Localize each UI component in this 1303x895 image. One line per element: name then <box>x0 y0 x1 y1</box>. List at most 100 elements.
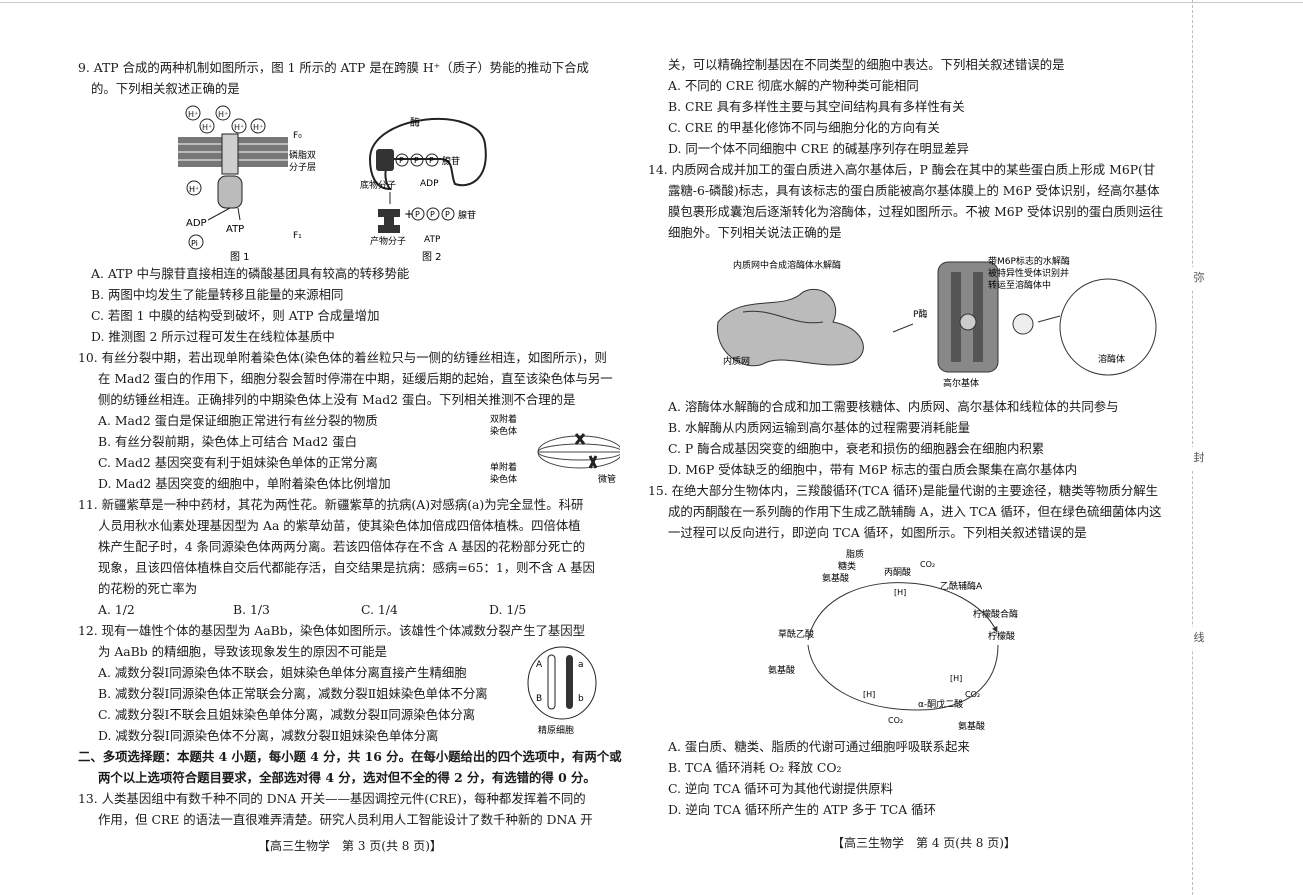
q11-option-c: C. 1/4 <box>361 602 398 617</box>
svg-text:+: + <box>404 207 414 221</box>
q11-option-d: D. 1/5 <box>489 602 527 617</box>
q10-option-c: C. Mad2 基因突变有利于姐妹染色单体的正常分离 <box>98 455 378 470</box>
proton: H⁺ <box>234 123 244 132</box>
q9-option-a: A. ATP 中与腺苷直接相连的磷酸基团具有较高的转移势能 <box>91 266 410 281</box>
q14-option-a: A. 溶酶体水解酶的合成和加工需要核糖体、内质网、高尔基体和线粒体的共同参与 <box>668 399 1119 414</box>
label-single: 染色体 <box>490 473 517 485</box>
q9-stem: 的。下列相关叙述正确的是 <box>91 81 240 96</box>
page-footer: 【高三生物学 第 3 页(共 8 页)】 <box>258 839 442 853</box>
atp-synthase-figure: H⁺ H⁺ H⁺ H⁺ H⁺ H⁺ F₀ 磷脂双 分子层 F₁ ADP Pi A… <box>178 105 316 263</box>
page-footer: 【高三生物学 第 4 页(共 8 页)】 <box>832 836 1016 850</box>
label-aa: 氨基酸 <box>822 572 849 584</box>
section-2-title: 两个以上选项符合题目要求，全部选对得 4 分，选对但不全的得 2 分，有选错的得… <box>98 770 596 785</box>
label-note: 带M6P标志的水解酶 <box>988 255 1070 267</box>
q14-option-b: B. 水解酶从内质网运输到高尔基体的过程需要消耗能量 <box>668 420 970 435</box>
q15-stem: 一过程可以反向进行，即逆向 TCA 循环，如图所示。下列相关叙述错误的是 <box>668 525 1087 540</box>
label-substrate: 底物分子 <box>360 179 396 191</box>
q9-option-c: C. 若图 1 中膜的结构受到破坏，则 ATP 合成量增加 <box>91 308 380 323</box>
q11-stem: 的花粉的死亡率为 <box>98 581 198 596</box>
q14-stem: 膜包裹形成囊泡后逐渐转化为溶酶体，过程如图所示。不被 M6P 受体识别的蛋白质则… <box>668 204 1164 219</box>
label-lysosome: 溶酶体 <box>1098 353 1125 365</box>
label-enzyme: 酶 <box>410 116 420 129</box>
q11-stem: 现象，且该四倍体植株自交后代都能存活，自交结果是抗病：感病=65：1，则不含 A… <box>98 560 595 575</box>
label-sugar: 糖类 <box>838 560 856 572</box>
q11-stem: 株产生配子时，4 条同源染色体两两分离。若该四倍体存在不含 A 基因的花粉部分死… <box>98 539 586 554</box>
q14-option-d: D. M6P 受体缺乏的细胞中，带有 M6P 标志的蛋白质会聚集在高尔基体内 <box>668 462 1078 477</box>
phosphate: P <box>430 210 435 219</box>
label-oaa: 草酰乙酸 <box>778 628 814 640</box>
spindle-figure: 双附着 染色体 单附着 染色体 微管 <box>490 413 620 485</box>
label-pi: Pi <box>191 239 198 248</box>
label-adp: ADP <box>420 179 439 189</box>
fig1-caption: 图 1 <box>230 251 250 263</box>
q12-option-d: D. 减数分裂Ⅰ同源染色体不分离，减数分裂Ⅱ姐妹染色单体分离 <box>98 728 439 743</box>
q15-option-d: D. 逆向 TCA 循环所产生的 ATP 多于 TCA 循环 <box>668 802 936 817</box>
label-f1: F₁ <box>293 231 302 241</box>
label-microtubule: 微管 <box>598 473 616 485</box>
label-akg: α-酮戊二酸 <box>918 698 963 710</box>
q14-option-c: C. P 酶合成基因突变的细胞中，衰老和损伤的细胞器会在细胞内积累 <box>668 441 1045 456</box>
q11-stem: 人员用秋水仙素处理基因型为 Aa 的紫草幼苗，使其染色体加倍成四倍体植株。四倍体… <box>98 518 581 533</box>
binding-mark: 封 <box>1188 447 1210 469</box>
q10-option-a: A. Mad2 蛋白是保证细胞正常进行有丝分裂的物质 <box>98 413 378 428</box>
q14-stem: 细胞外。下列相关说法正确的是 <box>668 225 842 240</box>
label-co2: CO₂ <box>888 716 903 725</box>
label-membrane: 分子层 <box>289 162 316 173</box>
phosphate: P <box>415 210 420 219</box>
label-note: 转运至溶酶体中 <box>988 279 1051 291</box>
section-2-title: 二、多项选择题：本题共 4 小题，每小题 4 分，共 16 分。在每小题给出的四… <box>78 749 622 764</box>
label-p-enzyme: P酶 <box>913 308 927 320</box>
proton: H⁺ <box>202 123 212 132</box>
label-adenosine: 腺苷 <box>458 209 476 221</box>
enzyme-figure: 酶 P P P 腺苷 底物分子 ADP + P P P 腺苷 产物分子 ATP … <box>360 116 487 263</box>
q15-option-c: C. 逆向 TCA 循环可为其他代谢提供原料 <box>668 781 893 796</box>
label-er-top: 内质网中合成溶酶体水解酶 <box>733 259 841 271</box>
label-atp: ATP <box>424 235 441 245</box>
q15-option-b: B. TCA 循环消耗 O₂ 释放 CO₂ <box>668 760 842 775</box>
proton: H⁺ <box>188 110 198 119</box>
proton: H⁺ <box>218 110 228 119</box>
q13-option-c: C. CRE 的甲基化修饰不同与细胞分化的方向有关 <box>668 120 940 135</box>
fig-caption: 精原细胞 <box>538 724 574 736</box>
q12-option-a: A. 减数分裂Ⅰ同源染色体不联会，姐妹染色单体分离直接产生精细胞 <box>98 665 467 680</box>
label-product: 产物分子 <box>370 235 406 247</box>
label-adp: ADP <box>186 218 207 229</box>
label-citrate: 柠檬酸 <box>988 630 1015 642</box>
label-fat: 脂质 <box>846 548 864 560</box>
binding-mark: 弥 <box>1188 267 1210 289</box>
label-pyruvate: 丙酮酸 <box>884 567 911 578</box>
label-er: 内质网 <box>723 355 750 367</box>
phosphate: P <box>445 210 450 219</box>
gene-A: A <box>536 660 543 670</box>
label-acetyl-coa: 乙酰辅酶A <box>940 580 983 592</box>
label-h: [H] <box>950 674 962 683</box>
q15-option-a: A. 蛋白质、糖类、脂质的代谢可通过细胞呼吸联系起来 <box>668 739 970 754</box>
gene-B: B <box>536 694 542 704</box>
q13-option-a: A. 不同的 CRE 彻底水解的产物种类可能相同 <box>668 78 919 93</box>
q14-stem: 14. 内质网合成并加工的蛋白质进入高尔基体后，P 酶会在其中的某些蛋白质上形成… <box>648 162 1156 177</box>
q9-stem: 9. ATP 合成的两种机制如图所示，图 1 所示的 ATP 是在跨膜 H⁺（质… <box>78 60 589 75</box>
q11-option-b: B. 1/3 <box>233 602 270 617</box>
lysosome-pathway-figure: 内质网中合成溶酶体水解酶 内质网 P酶 高尔基体 带M6P标志的水解酶 被特异性… <box>717 255 1157 389</box>
label-double: 双附着 <box>490 413 517 425</box>
q13-option-d: D. 同一个体不同细胞中 CRE 的碱基序列存在明显差异 <box>668 141 969 156</box>
tca-cycle-figure: 脂质 糖类 氨基酸 丙酮酸 CO₂ [H] 乙酰辅酶A 柠檬酸合酶 草酰乙酸 柠… <box>768 548 1018 732</box>
q11-stem: 11. 新疆紫草是一种中药材，其花为两性花。新疆紫草的抗病(A)对感病(a)为完… <box>78 497 584 512</box>
label-adenosine: 腺苷 <box>442 155 460 167</box>
q15-stem: 成的丙酮酸在一系列酶的作用下生成乙酰辅酶 A，进入 TCA 循环，但在绿色硫细菌… <box>668 504 1162 519</box>
spermatogonium-figure: A a B b 精原细胞 <box>527 646 597 736</box>
label-single: 单附着 <box>490 461 517 473</box>
proton: H⁺ <box>253 123 263 132</box>
top-border <box>0 2 1303 3</box>
label-membrane: 磷脂双 <box>289 149 316 161</box>
binding-mark: 线 <box>1188 627 1210 649</box>
label-golgi: 高尔基体 <box>943 377 979 389</box>
label-h: [H] <box>894 588 906 597</box>
q10-stem: 在 Mad2 蛋白的作用下，细胞分裂会暂时停滞在中期，延缓后期的起始，直至该染色… <box>98 371 613 386</box>
q13-stem: 关，可以精确控制基因在不同类型的细胞中表达。下列相关叙述错误的是 <box>668 57 1065 72</box>
q14-stem: 露糖-6-磷酸)标志，具有该标志的蛋白质能被高尔基体膜上的 M6P 受体识别，经… <box>668 183 1160 198</box>
label-atp: ATP <box>226 224 244 235</box>
q15-stem: 15. 在绝大部分生物体内，三羧酸循环(TCA 循环)是能量代谢的主要途径，糖类… <box>648 483 1159 498</box>
phosphate: P <box>429 156 434 165</box>
label-citrate-synthase: 柠檬酸合酶 <box>973 608 1018 620</box>
